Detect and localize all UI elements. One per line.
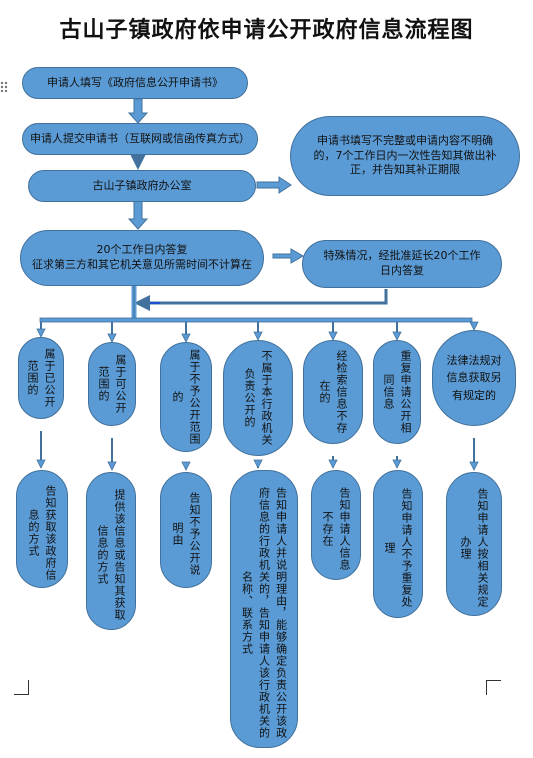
page-corner-mark — [486, 680, 501, 695]
result-node: 告知申请人信息不存在 — [311, 470, 361, 580]
category-label: 不属于本行政机关负责公开的 — [243, 350, 274, 446]
result-label: 告知申请人信息不存在 — [321, 487, 352, 571]
arrowhead-icon — [253, 331, 263, 341]
arrowhead-icon — [181, 461, 191, 471]
category-label: 属于可公开范围的 — [97, 354, 128, 414]
arrowhead-icon — [36, 328, 46, 338]
extend-label: 特殊情况，经批准延长20个工作日内答复 — [323, 249, 481, 277]
arrow-down-icon — [127, 98, 149, 124]
category-node: 属于已公开范围的 — [18, 337, 64, 419]
fill-form-step: 申请人填写《政府信息公开申请书》 — [22, 67, 248, 99]
arrowhead-icon — [469, 461, 479, 471]
category-node: 属于不予公开范围的 — [160, 342, 212, 452]
category-label: 属于已公开范围的 — [26, 348, 57, 408]
result-node: 告知申请人按相关规定办理 — [446, 472, 502, 616]
incomplete-label: 申请书填写不完整或申请内容不明确的，7个工作日内一次性告知其做出补正，并告知其补… — [313, 133, 497, 177]
reply-label: 20个工作日内答复 征求第三方和其它机关意见所需时间不计算在 — [32, 243, 252, 271]
arrowhead-icon — [181, 333, 191, 343]
result-node: 告知获取该政府信息的方式 — [16, 470, 68, 588]
arrowhead-icon — [36, 459, 46, 469]
result-node: 告知申请人不予重复处理 — [373, 470, 423, 618]
category-node: 属于可公开范围的 — [88, 342, 136, 426]
result-label: 告知不予公开说明由 — [171, 492, 202, 576]
reply-step: 20个工作日内答复 征求第三方和其它机关意见所需时间不计算在 — [20, 230, 264, 286]
arrowhead-icon — [328, 331, 338, 341]
result-label: 告知申请人不予重复处理 — [383, 488, 414, 608]
result-drops — [36, 431, 479, 471]
category-label: 属于不予公开范围的 — [171, 349, 202, 445]
arrowhead-icon — [392, 459, 402, 469]
arrowhead-icon — [253, 459, 263, 469]
office-label: 古山子镇政府办公室 — [92, 178, 192, 192]
result-node: 提供该信息或告知其获取信息的方式 — [86, 472, 136, 630]
result-node: 告知不予公开说明由 — [160, 472, 212, 588]
category-node: 不属于本行政机关负责公开的 — [223, 340, 293, 456]
result-label: 提供该信息或告知其获取信息的方式 — [96, 489, 127, 621]
fill-form-label: 申请人填写《政府信息公开申请书》 — [47, 75, 223, 89]
office-step: 古山子镇政府办公室 — [28, 170, 256, 202]
category-label: 经检索信息不存在的 — [318, 350, 349, 434]
category-label: 重复申请公开相同信息 — [382, 350, 413, 434]
drag-handle-icon[interactable] — [0, 80, 10, 94]
arrow-down-icon — [127, 200, 149, 230]
arrow-right-icon — [272, 248, 304, 264]
arrowhead-icon — [328, 459, 338, 469]
page-corner-mark — [14, 680, 29, 695]
result-node: 告知申请人并说明理由，能够确定负责公开该政府信息的行政机关的，告知申请人该行政机… — [230, 470, 298, 748]
category-node: 经检索信息不存在的 — [303, 340, 363, 444]
category-label: 法律法规对信息获取另有规定的 — [446, 353, 502, 402]
incomplete-note: 申请书填写不完整或申请内容不明确的，7个工作日内一次性告知其做出补正，并告知其补… — [290, 116, 520, 196]
category-node: 法律法规对信息获取另有规定的 — [432, 330, 516, 426]
extend-step: 特殊情况，经批准延长20个工作日内答复 — [302, 240, 502, 288]
arrow-right-icon — [256, 176, 292, 194]
result-label: 告知获取该政府信息的方式 — [27, 485, 58, 581]
arrowhead-icon — [392, 331, 402, 341]
arrowhead-icon — [107, 333, 117, 343]
submit-label: 申请人提交申请书（互联网或信函传真方式） — [30, 131, 250, 145]
result-label: 告知申请人按相关规定办理 — [459, 488, 490, 608]
submit-step: 申请人提交申请书（互联网或信函传真方式） — [22, 123, 258, 155]
result-label: 告知申请人并说明理由，能够确定负责公开该政府信息的行政机关的，告知申请人该行政机… — [240, 487, 288, 739]
category-node: 重复申请公开相同信息 — [373, 340, 421, 444]
arrowhead-icon — [469, 321, 479, 331]
arrowhead-icon — [107, 461, 117, 471]
category-drops — [36, 321, 479, 343]
page-title: 古山子镇政府依申请公开政府信息流程图 — [59, 17, 474, 43]
